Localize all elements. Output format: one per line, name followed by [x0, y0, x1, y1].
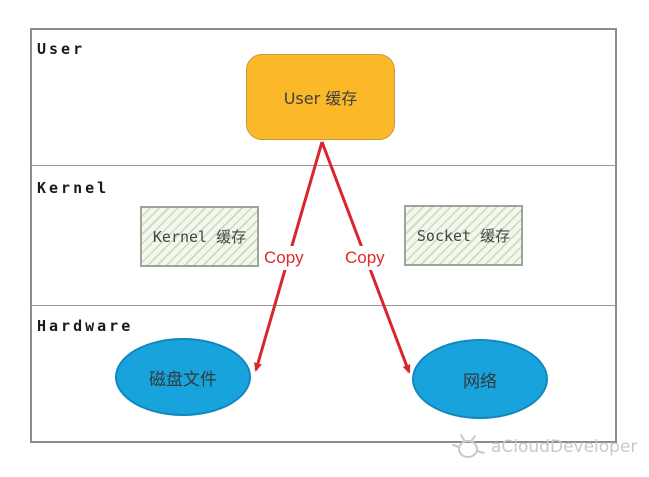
node-kernel-cache: Kernel 缓存	[140, 206, 259, 267]
node-socket-cache: Socket 缓存	[404, 205, 523, 266]
node-network: 网络	[412, 339, 548, 419]
watermark-text: aCloudDeveloper	[491, 437, 638, 457]
section-label-user: User	[37, 40, 86, 58]
bird-logo-icon	[452, 434, 485, 458]
section-label-hardware: Hardware	[37, 317, 134, 335]
watermark: aCloudDeveloper	[451, 433, 637, 461]
section-label-kernel: Kernel	[37, 179, 110, 197]
node-user-cache: User 缓存	[246, 54, 395, 140]
node-disk-file: 磁盘文件	[115, 338, 251, 416]
copy-label-left: Copy	[261, 246, 307, 270]
copy-label-right: Copy	[342, 246, 388, 270]
section-divider-user-kernel	[30, 165, 617, 166]
section-divider-kernel-hardware	[30, 305, 617, 306]
